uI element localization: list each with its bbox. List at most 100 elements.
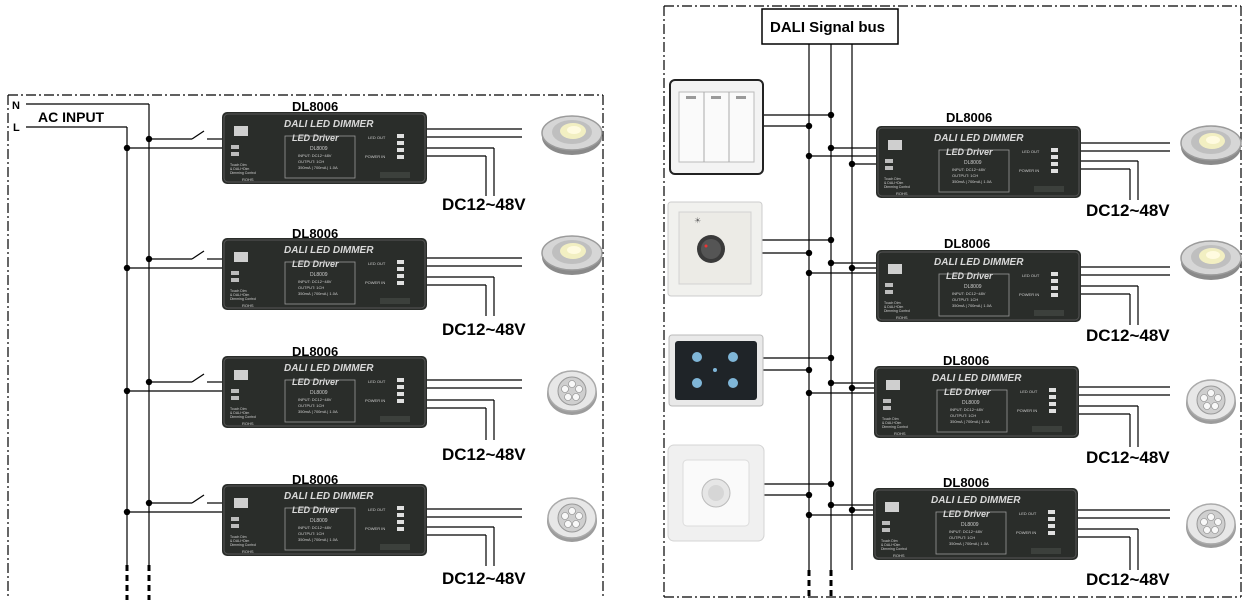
driver-spec-2: OUTPUT: 1CH — [949, 535, 975, 540]
driver-spec-1: INPUT: DC12~48V — [298, 525, 332, 530]
output-voltage-label: DC12~48V — [1086, 448, 1170, 467]
driver-led-out: LED OUT — [368, 379, 386, 384]
driver-spec-3: 350mA | 700mA | 1.0A — [952, 179, 992, 184]
driver-led-out: LED OUT — [368, 261, 386, 266]
cob-downlight-icon — [1180, 240, 1242, 281]
driver-rohs: ROHS — [896, 191, 908, 196]
led-driver: DALI LED DIMMER LED Driver DL8009 INPUT:… — [221, 237, 428, 311]
driver-spec-2: OUTPUT: 1CH — [952, 173, 978, 178]
driver-note-3: Dimming Control — [881, 547, 907, 551]
neutral-label: N — [12, 100, 20, 112]
driver-led-out: LED OUT — [368, 507, 386, 512]
driver-subtitle: LED Driver — [292, 133, 339, 143]
driver-spec-1: INPUT: DC12~48V — [298, 397, 332, 402]
driver-note-3: Dimming Control — [230, 543, 256, 547]
driver-spec-2: OUTPUT: 1CH — [298, 403, 324, 408]
output-voltage-label: DC12~48V — [1086, 570, 1170, 589]
driver-note-3: Dimming Control — [884, 185, 910, 189]
driver-spec-3: 350mA | 700mA | 1.0A — [298, 409, 338, 414]
driver-brand-title: DALI LED DIMMER — [932, 373, 1022, 384]
driver-note-2: & DALI+Dim — [882, 421, 901, 425]
driver-brand-title: DALI LED DIMMER — [284, 363, 374, 374]
driver-rohs: ROHS — [242, 421, 254, 426]
led-driver: DALI LED DIMMER LED Driver DL8009 INPUT:… — [221, 355, 428, 429]
output-voltage-label: DC12~48V — [442, 195, 526, 214]
driver-code: DL8009 — [961, 522, 979, 528]
driver-spec-1: INPUT: DC12~48V — [950, 407, 984, 412]
driver-note-1: Touch Dim — [230, 163, 247, 167]
driver-led-out: LED OUT — [1022, 149, 1040, 154]
driver-code: DL8009 — [310, 272, 328, 278]
driver-led-out: LED OUT — [1019, 511, 1037, 516]
driver-note-3: Dimming Control — [884, 309, 910, 313]
live-label: L — [13, 122, 20, 134]
driver-rohs: ROHS — [896, 315, 908, 320]
driver-power-in: POWER IN — [365, 526, 385, 531]
driver-power-in: POWER IN — [365, 280, 385, 285]
driver-spec-1: INPUT: DC12~48V — [952, 167, 986, 172]
driver-power-in: POWER IN — [1017, 408, 1037, 413]
driver-code: DL8009 — [964, 160, 982, 166]
driver-subtitle: LED Driver — [292, 377, 339, 387]
led-downlight-icon — [546, 497, 598, 543]
driver-model-label: DL8006 — [946, 110, 992, 125]
driver-note-1: Touch Dim — [884, 301, 901, 305]
driver-note-2: & DALI+Dim — [230, 539, 249, 543]
svg-text:☀: ☀ — [694, 216, 701, 225]
driver-note-2: & DALI+Dim — [230, 411, 249, 415]
driver-led-out: LED OUT — [1020, 389, 1038, 394]
driver-subtitle: LED Driver — [946, 147, 993, 157]
dali-bus-label: DALI Signal bus — [770, 19, 885, 36]
right-driver-rows — [809, 142, 1170, 570]
led-downlight-icon — [1185, 379, 1237, 425]
output-voltage-label: DC12~48V — [442, 445, 526, 464]
driver-brand-title: DALI LED DIMMER — [284, 245, 374, 256]
driver-led-out: LED OUT — [368, 135, 386, 140]
driver-model-label: DL8006 — [292, 472, 338, 487]
driver-rohs: ROHS — [242, 549, 254, 554]
driver-spec-3: 350mA | 700mA | 1.0A — [298, 165, 338, 170]
driver-note-1: Touch Dim — [230, 535, 247, 539]
driver-note-1: Touch Dim — [230, 289, 247, 293]
driver-code: DL8009 — [310, 390, 328, 396]
mains-dashed-ends — [125, 565, 151, 600]
driver-note-3: Dimming Control — [230, 171, 256, 175]
cob-downlight-icon — [541, 235, 603, 276]
rotary-dimmer-icon: ☀ — [667, 201, 763, 297]
driver-rohs: ROHS — [242, 303, 254, 308]
driver-rohs: ROHS — [893, 553, 905, 558]
led-driver: DALI LED DIMMER LED Driver DL8009 INPUT:… — [875, 125, 1082, 199]
driver-brand-title: DALI LED DIMMER — [284, 491, 374, 502]
led-downlight-icon — [546, 370, 598, 416]
driver-code: DL8009 — [964, 284, 982, 290]
right-panel-border — [663, 5, 1242, 598]
output-voltage-label: DC12~48V — [442, 320, 526, 339]
driver-subtitle: LED Driver — [944, 387, 991, 397]
driver-spec-2: OUTPUT: 1CH — [298, 285, 324, 290]
driver-spec-2: OUTPUT: 1CH — [298, 159, 324, 164]
driver-rohs: ROHS — [242, 177, 254, 182]
driver-subtitle: LED Driver — [292, 505, 339, 515]
control-device-wiring — [762, 114, 831, 496]
driver-subtitle: LED Driver — [292, 259, 339, 269]
driver-note-3: Dimming Control — [230, 297, 256, 301]
driver-brand-title: DALI LED DIMMER — [931, 495, 1021, 506]
driver-power-in: POWER IN — [365, 398, 385, 403]
driver-model-label: DL8006 — [944, 236, 990, 251]
driver-spec-2: OUTPUT: 1CH — [298, 531, 324, 536]
led-driver: DALI LED DIMMER LED Driver DL8009 INPUT:… — [873, 365, 1080, 439]
driver-model-label: DL8006 — [292, 344, 338, 359]
driver-note-2: & DALI+Dim — [884, 181, 903, 185]
bus-lines — [808, 44, 853, 570]
driver-spec-2: OUTPUT: 1CH — [952, 297, 978, 302]
bus-dashed-ends — [807, 570, 833, 600]
driver-subtitle: LED Driver — [943, 509, 990, 519]
led-driver: DALI LED DIMMER LED Driver DL8009 INPUT:… — [221, 111, 428, 185]
driver-model-label: DL8006 — [943, 475, 989, 490]
cob-downlight-icon — [541, 115, 603, 156]
driver-brand-title: DALI LED DIMMER — [934, 133, 1024, 144]
driver-spec-1: INPUT: DC12~48V — [949, 529, 983, 534]
led-downlight-icon — [1185, 503, 1237, 549]
mains-lines — [26, 103, 150, 565]
driver-spec-3: 350mA | 700mA | 1.0A — [949, 541, 989, 546]
